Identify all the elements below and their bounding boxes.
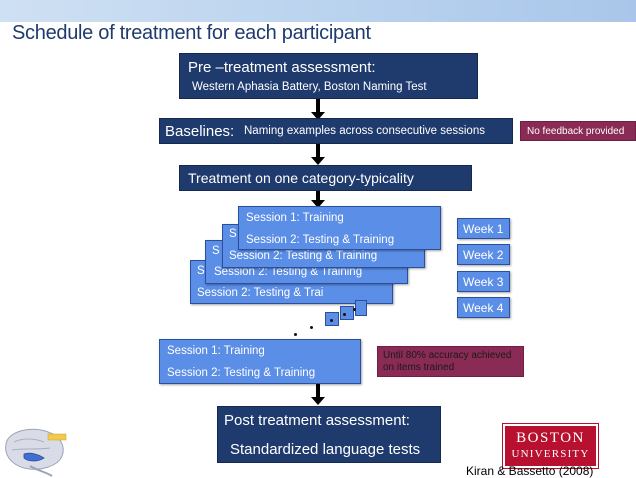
treatment-box: Treatment on one category-typicality [179, 165, 472, 191]
session-card-week1: Session 1: Training Session 2: Testing &… [238, 206, 441, 250]
week-label-1: Week 1 [457, 218, 510, 239]
criterion-note: Until 80% accuracy achieved on items tra… [377, 346, 524, 377]
no-feedback-note: No feedback provided [520, 121, 636, 141]
logo-line-2: UNIVERSITY [511, 448, 590, 460]
brain-illustration [5, 428, 67, 477]
arrow-treatment-to-sessions [311, 191, 325, 208]
week-label-2: Week 2 [457, 244, 510, 265]
post-treatment-heading: Post treatment assessment: [224, 412, 410, 429]
final-session-card: Session 1: Training Session 2: Testing &… [159, 339, 361, 384]
week-label-3: Week 3 [457, 271, 510, 292]
session-card-week4-line1: S [197, 265, 205, 277]
arrow-baselines-to-treatment [311, 144, 325, 165]
continuation-dot [343, 313, 346, 316]
no-feedback-text: No feedback provided [527, 126, 625, 137]
final-session-line2: Session 2: Testing & Training [167, 367, 316, 379]
continuation-dot [294, 333, 297, 336]
session-card-week2-line2: Session 2: Testing & Training [229, 250, 378, 262]
session-tail-block [340, 306, 354, 320]
citation: Kiran & Bassetto (2008) [466, 464, 594, 478]
pre-treatment-heading: Pre –treatment assessment: [188, 59, 376, 76]
baselines-text: Naming examples across consecutive sessi… [244, 125, 485, 137]
post-treatment-box: Post treatment assessment: Standardized … [217, 406, 441, 463]
final-session-line1: Session 1: Training [167, 345, 265, 357]
session-tail-block [355, 300, 367, 316]
criterion-text: Until 80% accuracy achieved on items tra… [383, 350, 512, 373]
logo-line-1: BOSTON [516, 430, 585, 446]
continuation-dot [353, 308, 356, 311]
week-label-4: Week 4 [457, 297, 510, 318]
arrow-sessions-to-post [311, 384, 325, 405]
arrow-pre-to-baselines [311, 99, 325, 120]
session-card-week3-line2: Session 2: Testing & Training [214, 266, 363, 278]
pre-treatment-tests: Western Aphasia Battery, Boston Naming T… [192, 81, 427, 93]
session-card-week2-line1: S [229, 228, 237, 240]
session-card-week1-line1: Session 1: Training [246, 212, 344, 224]
continuation-dot [310, 326, 313, 329]
session-card-week1-line2: Session 2: Testing & Training [246, 234, 395, 246]
pre-treatment-box: Pre –treatment assessment: Western Aphas… [179, 53, 478, 99]
baselines-box: Baselines: Naming examples across consec… [159, 118, 513, 144]
top-banner [0, 0, 636, 22]
baselines-label: Baselines: [165, 123, 235, 140]
session-card-week3-line1: S [212, 245, 220, 257]
treatment-text: Treatment on one category-typicality [188, 170, 414, 186]
continuation-dot [330, 319, 333, 322]
post-treatment-text: Standardized language tests [230, 441, 421, 458]
boston-university-logo: BOSTON UNIVERSITY [502, 423, 599, 469]
session-card-week4-line2: Session 2: Testing & Trai [197, 287, 324, 299]
slide-title: Schedule of treatment for each participa… [12, 22, 371, 44]
